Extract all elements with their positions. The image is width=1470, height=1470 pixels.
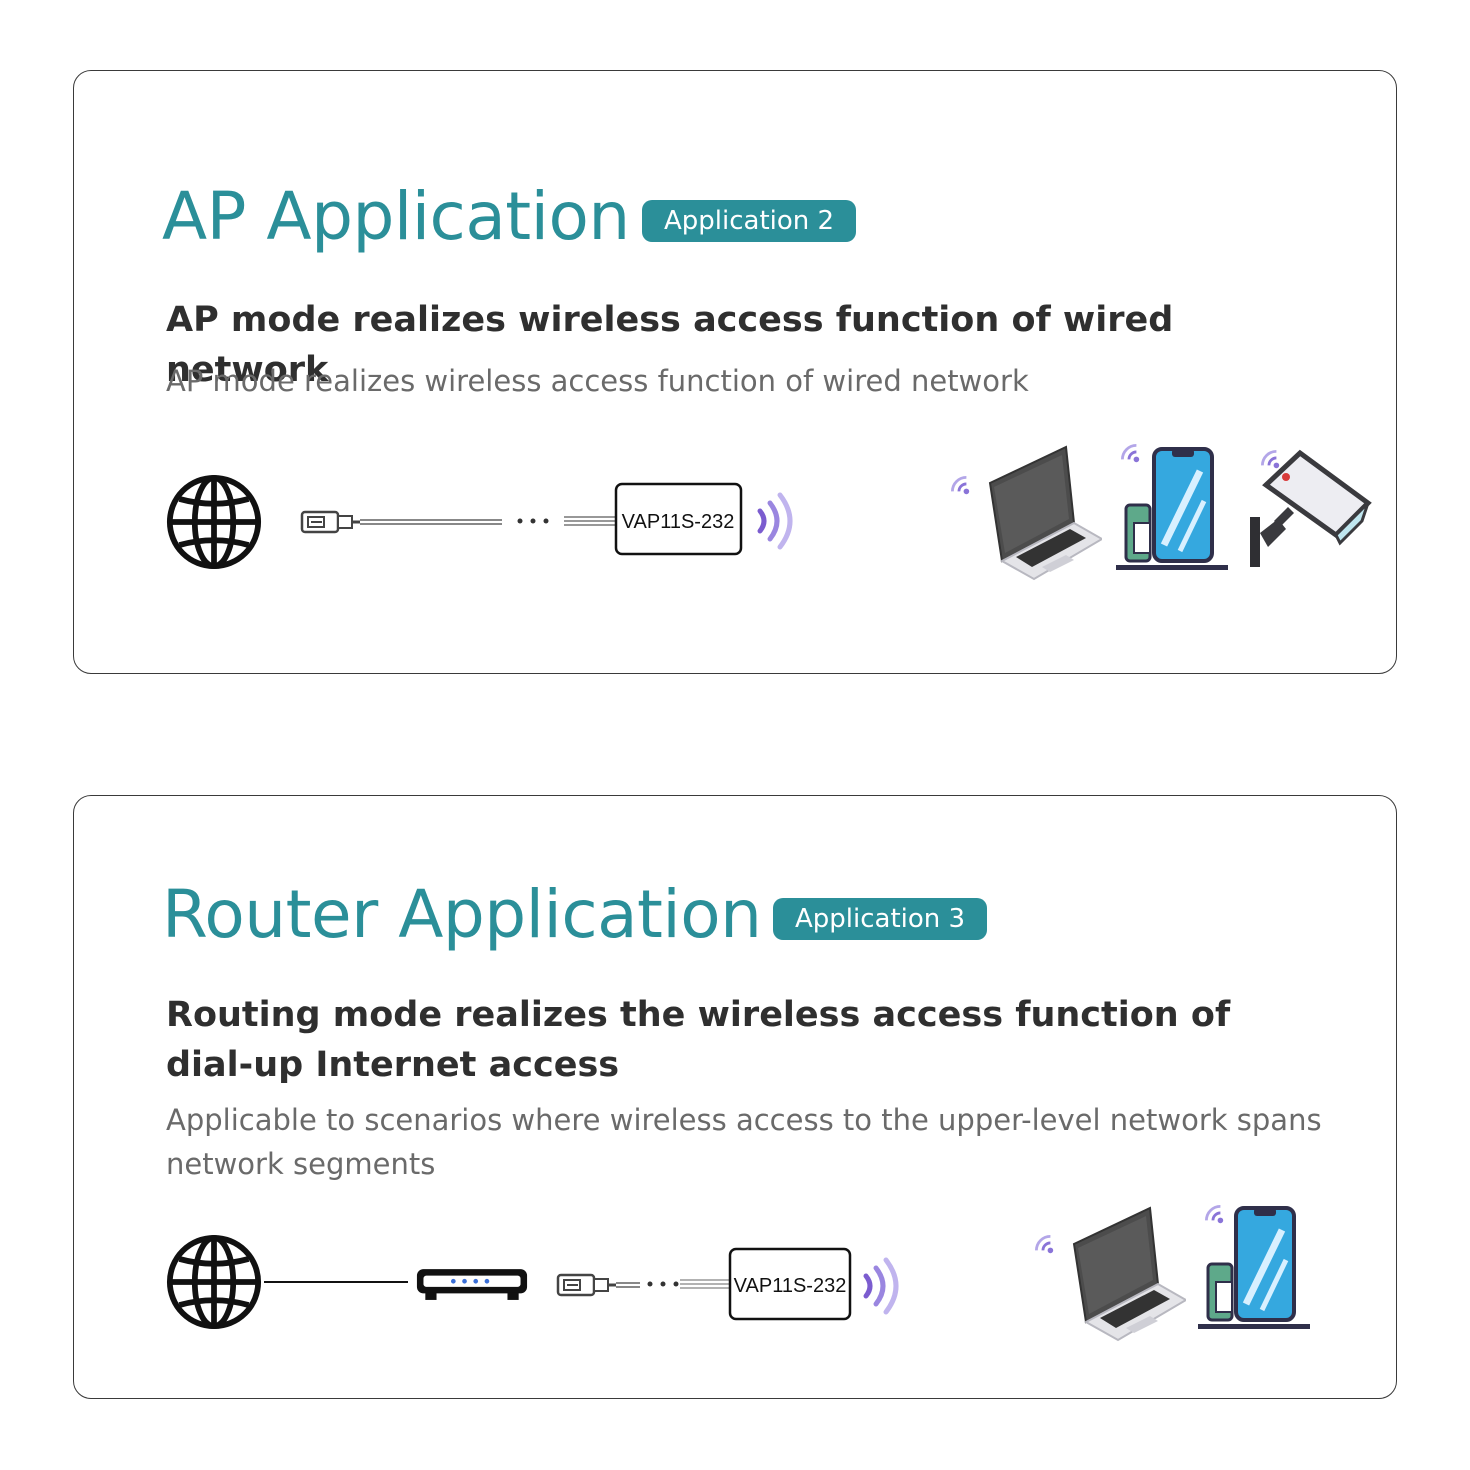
router-icon xyxy=(416,1269,528,1301)
device-label: VAP11S-232 xyxy=(734,1275,847,1297)
smartphone-icon xyxy=(1116,449,1228,570)
vap11s-device-box: VAP11S-232 xyxy=(614,482,743,556)
ethernet-plug-icon xyxy=(300,510,360,534)
device-label: VAP11S-232 xyxy=(622,511,735,533)
ap-network-diagram: VAP11S-232 xyxy=(74,443,1396,580)
ap-application-card: AP Application Application 2 AP mode rea… xyxy=(73,70,1397,674)
wifi-small-icon xyxy=(1121,443,1141,464)
wifi-small-icon xyxy=(1261,449,1281,470)
section-description: Applicable to scenarios where wireless a… xyxy=(166,1103,1322,1181)
section-title: Router Application xyxy=(162,876,762,953)
wifi-signal-icon xyxy=(760,495,790,547)
security-camera-icon xyxy=(1250,453,1368,567)
globe-icon xyxy=(170,1238,258,1326)
wifi-small-icon xyxy=(1035,1235,1055,1255)
section-subheading: Routing mode realizes the wireless acces… xyxy=(166,995,1231,1085)
application-badge: Application 3 xyxy=(773,898,988,940)
router-network-diagram: VAP11S-232 xyxy=(74,796,1396,1341)
wifi-signal-icon xyxy=(866,1260,896,1312)
vap11s-device-box: VAP11S-232 xyxy=(728,1247,852,1321)
router-application-card: Router Application Application 3 Routing… xyxy=(73,795,1397,1399)
section-subheading: AP mode realizes wireless access functio… xyxy=(166,300,1174,390)
wifi-small-icon xyxy=(1205,1205,1225,1225)
globe-icon xyxy=(170,478,258,566)
wifi-small-icon xyxy=(951,475,971,496)
ethernet-plug-icon xyxy=(556,1273,616,1297)
application-badge: Application 2 xyxy=(642,200,857,242)
section-title: AP Application xyxy=(162,178,630,255)
laptop-icon xyxy=(1073,1207,1186,1341)
laptop-icon xyxy=(989,446,1102,580)
smartphone-icon xyxy=(1198,1208,1310,1329)
section-description: AP mode realizes wireless access functio… xyxy=(166,364,1029,398)
